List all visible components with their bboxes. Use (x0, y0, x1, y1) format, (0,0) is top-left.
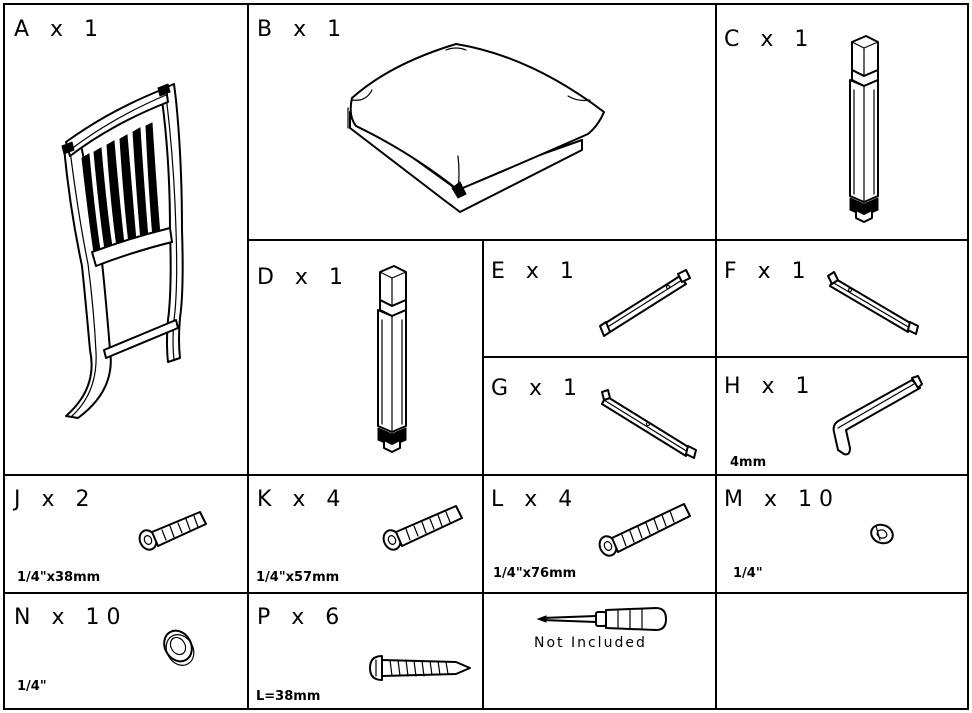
stretcher-e-icon (599, 269, 691, 337)
stretcher-g-icon (601, 389, 697, 459)
part-d-label: D x 1 (257, 265, 350, 290)
part-j-label: J x 2 (12, 487, 97, 512)
not-included-note: Not Included (534, 635, 647, 651)
part-k-label: K x 4 (257, 487, 347, 512)
part-m-spec: 1/4" (733, 566, 763, 581)
grid-lines (3, 3, 969, 710)
chair-back-icon (61, 83, 184, 419)
bolt-l-icon (598, 503, 691, 557)
screwdriver-icon (536, 607, 667, 631)
stretcher-f-icon (827, 271, 919, 335)
part-k-spec: 1/4"x57mm (256, 570, 339, 585)
part-l-label: L x 4 (491, 487, 579, 512)
part-h-label: H x 1 (724, 374, 817, 399)
part-b-label: B x 1 (257, 17, 348, 42)
part-l-spec: 1/4"x76mm (493, 566, 576, 581)
seat-cushion-icon (347, 43, 605, 213)
part-g-label: G x 1 (491, 376, 584, 401)
part-e-label: E x 1 (491, 259, 581, 284)
part-f-label: F x 1 (724, 259, 813, 284)
part-h-spec: 4mm (730, 455, 766, 470)
part-m-label: M x 10 (724, 487, 840, 512)
part-p-spec: L=38mm (256, 689, 320, 704)
bolt-k-icon (382, 505, 463, 551)
part-n-label: N x 10 (14, 605, 127, 630)
wood-screw-icon (369, 655, 471, 681)
front-leg-d-icon (377, 265, 407, 453)
part-j-spec: 1/4"x38mm (17, 570, 100, 585)
flat-washer-icon (163, 629, 195, 666)
part-c-label: C x 1 (724, 27, 815, 52)
part-p-label: P x 6 (257, 605, 346, 630)
bolt-j-icon (138, 511, 207, 551)
allen-key-icon (832, 375, 923, 456)
part-n-spec: 1/4" (17, 679, 47, 694)
front-leg-c-icon (849, 35, 879, 223)
lock-washer-icon (870, 523, 894, 545)
part-a-label: A x 1 (14, 17, 105, 42)
